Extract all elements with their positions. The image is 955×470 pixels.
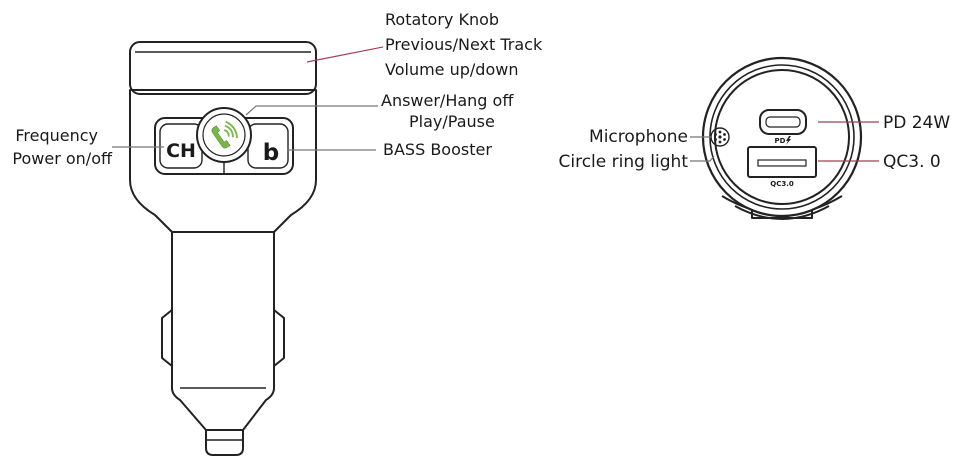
- answer-button-inner: [202, 113, 246, 157]
- label-play-pause: Play/Pause: [409, 112, 495, 131]
- label-ring-light: Circle ring light: [558, 152, 688, 172]
- charger-tip: [205, 430, 244, 456]
- label-answer: Answer/Hang off: [381, 91, 514, 110]
- label-previous-next: Previous/Next Track: [385, 35, 543, 54]
- label-pd: PD 24W: [883, 113, 950, 133]
- phone-icon: [211, 120, 239, 149]
- left-spring-contact: [161, 309, 173, 367]
- charger-cap: [129, 41, 317, 95]
- right-spring-contact: [273, 309, 285, 367]
- qc-port[interactable]: [747, 146, 817, 178]
- pd-port-inner: [765, 116, 801, 128]
- label-power: Power on/off: [12, 149, 113, 168]
- bottom-tab: [751, 210, 813, 219]
- charger-body: [129, 89, 317, 233]
- charger-top-view: PD QC3.0: [690, 56, 879, 220]
- leader-knob: [306, 46, 384, 63]
- label-rotatory-knob: Rotatory Knob: [385, 10, 499, 29]
- charger-front-view: CH b: [112, 41, 384, 456]
- leader-answer: [245, 105, 378, 116]
- qc-port-label: QC3.0: [770, 180, 794, 188]
- label-bass-booster: BASS Booster: [383, 140, 492, 159]
- ch-button-label: CH: [166, 140, 196, 162]
- leader-ring-light: [690, 155, 715, 162]
- label-frequency: Frequency: [15, 126, 98, 145]
- charger-plug: [171, 232, 275, 431]
- inner-face: [714, 69, 850, 205]
- label-microphone: Microphone: [589, 127, 688, 147]
- label-volume: Volume up/down: [385, 60, 518, 79]
- lightning-icon: [786, 136, 791, 145]
- pd-port-label: PD: [775, 137, 786, 145]
- pd-port[interactable]: [759, 109, 807, 135]
- label-qc: QC3. 0: [883, 152, 941, 172]
- qc-port-tongue: [757, 159, 807, 167]
- bass-button-label: b: [263, 140, 279, 166]
- answer-button[interactable]: [196, 107, 252, 163]
